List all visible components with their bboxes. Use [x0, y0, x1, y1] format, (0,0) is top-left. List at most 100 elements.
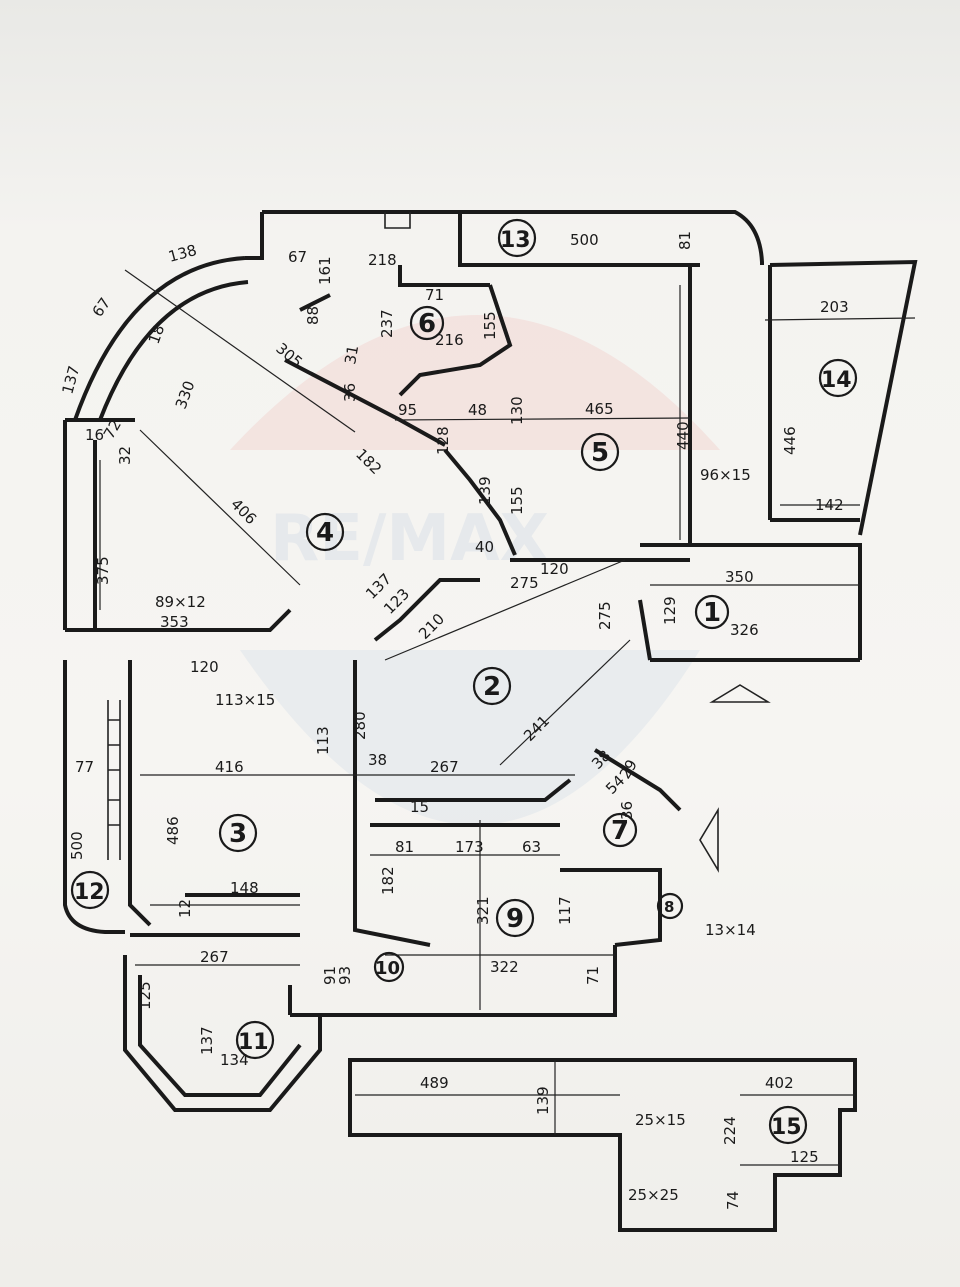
dim-label: 326 — [730, 621, 759, 639]
dim-label: 89×12 — [155, 593, 206, 611]
room-5-marker — [580, 432, 620, 472]
stairs — [107, 212, 411, 860]
room-4-marker — [305, 512, 345, 552]
dim-label: 71 — [584, 966, 602, 985]
dim-label: 237 — [378, 309, 396, 338]
room-11-label: 11 — [238, 1030, 269, 1055]
room-3-marker — [218, 813, 258, 853]
dim-label: 216 — [435, 331, 464, 349]
entrance-arrow-icon — [699, 807, 719, 873]
dim-label: 182 — [352, 445, 385, 478]
room-7-label: 7 — [611, 816, 629, 846]
dim-label: 91 — [321, 966, 339, 985]
room-2-marker — [472, 666, 512, 706]
room-11-marker — [235, 1020, 275, 1060]
dim-label: 267 — [430, 758, 459, 776]
dim-label: 267 — [200, 948, 229, 966]
dim-label: 25×25 — [628, 1186, 679, 1204]
dim-label: 36 — [341, 383, 359, 402]
dim-label: 63 — [522, 838, 541, 856]
room-15-marker — [768, 1105, 808, 1145]
dimension-lines — [99, 269, 916, 1166]
room-2-label: 2 — [483, 672, 501, 702]
dim-label: 134 — [220, 1051, 249, 1069]
room-9-marker — [495, 898, 535, 938]
dim-label: 139 — [476, 476, 494, 505]
room-6-label: 6 — [418, 309, 436, 339]
room-9-label: 9 — [506, 904, 524, 934]
room-10-marker — [373, 951, 405, 983]
dim-label: 18 — [145, 322, 168, 346]
walls — [63, 210, 918, 1112]
dim-label: 139 — [534, 1086, 552, 1115]
room-5-label: 5 — [591, 438, 609, 468]
dimension-labels: 138 67 137 18 330 305 406 182 375 16 72 … — [58, 231, 848, 1210]
dim-label: 155 — [508, 486, 526, 515]
dim-label: 88 — [304, 306, 322, 325]
dim-label: 275 — [510, 574, 539, 592]
room-labels: 1 2 3 4 5 6 7 8 9 10 11 12 13 14 15 — [70, 218, 858, 1145]
dim-label: 32 — [116, 446, 134, 465]
dim-label: 182 — [379, 866, 397, 895]
dim-label: 113 — [314, 726, 332, 755]
dim-label: 375 — [94, 556, 112, 585]
dim-label: 465 — [585, 400, 614, 418]
dim-label: 148 — [230, 879, 259, 897]
dim-label: 48 — [468, 401, 487, 419]
room-4-label: 4 — [316, 518, 334, 548]
dim-label: 321 — [474, 896, 492, 925]
room-8-marker — [656, 892, 684, 920]
dim-label: 138 — [166, 241, 198, 266]
room-12-marker — [70, 870, 110, 910]
dim-label: 128 — [434, 426, 452, 455]
entrance-arrow-icon — [709, 684, 771, 703]
dim-label: 322 — [490, 958, 519, 976]
dim-label: 25×15 — [635, 1111, 686, 1129]
room-3-label: 3 — [229, 819, 247, 849]
dim-label: 210 — [415, 610, 448, 643]
dim-label: 161 — [316, 256, 334, 285]
dim-label: 67 — [89, 294, 115, 320]
dim-label: 440 — [674, 421, 692, 450]
dim-label: 446 — [781, 426, 799, 455]
room-12-label: 12 — [74, 880, 105, 905]
dim-label: 350 — [725, 568, 754, 586]
dim-label: 173 — [455, 838, 484, 856]
entrance-arrows — [699, 684, 771, 873]
dim-label: 224 — [721, 1116, 739, 1145]
dim-label: 81 — [395, 838, 414, 856]
dim-label: 275 — [596, 601, 614, 630]
room-13-label: 13 — [500, 228, 531, 253]
dim-label: 96×15 — [700, 466, 751, 484]
dim-label: 77 — [75, 758, 94, 776]
dim-label: 500 — [570, 231, 599, 249]
dim-label: 486 — [164, 816, 182, 845]
room-1-label: 1 — [703, 598, 721, 628]
room-13-marker — [497, 218, 537, 258]
dim-label: 353 — [160, 613, 189, 631]
dim-label: 120 — [190, 658, 219, 676]
dim-label: 120 — [540, 560, 569, 578]
dim-label: 117 — [556, 896, 574, 925]
dim-label: 12 — [176, 899, 194, 918]
dim-label: 330 — [172, 378, 199, 411]
dim-label: 16 — [85, 426, 104, 444]
dim-label: 129 — [661, 596, 679, 625]
room-8-label: 8 — [664, 898, 674, 916]
room-14-label: 14 — [821, 368, 852, 393]
watermark-text: RE/MAX — [270, 502, 549, 576]
room-1-marker — [694, 594, 730, 630]
dim-label: 71 — [425, 286, 444, 304]
dim-label: 125 — [790, 1148, 819, 1166]
dim-label: 203 — [820, 298, 849, 316]
dim-label: 125 — [136, 981, 154, 1010]
remax-watermark: RE/MAX — [230, 315, 720, 825]
dim-label: 489 — [420, 1074, 449, 1092]
dim-label: 74 — [724, 1191, 742, 1210]
room-7-marker — [602, 812, 638, 848]
dim-label: 93 — [336, 966, 354, 985]
dim-label: 137 — [58, 364, 83, 396]
dim-label: 416 — [215, 758, 244, 776]
